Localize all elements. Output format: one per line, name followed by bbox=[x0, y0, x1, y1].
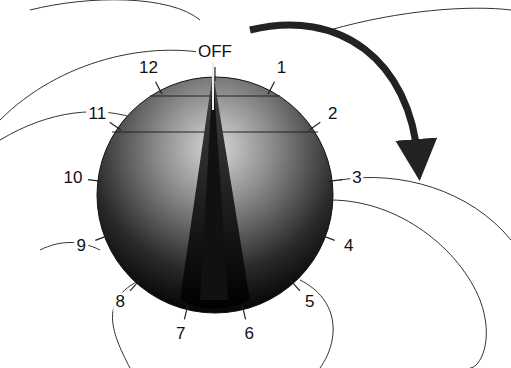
tick-mark bbox=[184, 306, 187, 320]
dial-number: 6 bbox=[242, 324, 255, 343]
dial-number: 9 bbox=[75, 236, 88, 255]
dial-number: 11 bbox=[86, 104, 108, 123]
tick-mark bbox=[328, 180, 342, 182]
tick-mark bbox=[309, 122, 321, 130]
tick-mark bbox=[130, 280, 139, 291]
dial-number: 12 bbox=[137, 59, 160, 78]
tick-mark bbox=[156, 82, 163, 94]
tick-mark bbox=[291, 280, 300, 291]
dial-number: 8 bbox=[113, 293, 126, 312]
tick-mark bbox=[110, 122, 122, 130]
tick-mark bbox=[242, 306, 245, 320]
dial-number: 4 bbox=[342, 236, 355, 255]
off-label: OFF bbox=[196, 43, 234, 62]
dial-number: 7 bbox=[174, 324, 187, 343]
dial-number: 1 bbox=[275, 59, 288, 78]
tick-mark bbox=[322, 235, 335, 240]
tick-mark bbox=[95, 235, 108, 240]
dial-number: 2 bbox=[326, 104, 339, 123]
tick-mark bbox=[214, 67, 215, 81]
dial-number: 3 bbox=[350, 168, 363, 187]
dial-number: 5 bbox=[303, 293, 316, 312]
tick-mark bbox=[88, 180, 102, 182]
dial-number: 10 bbox=[62, 168, 85, 187]
tick-mark bbox=[268, 82, 275, 94]
